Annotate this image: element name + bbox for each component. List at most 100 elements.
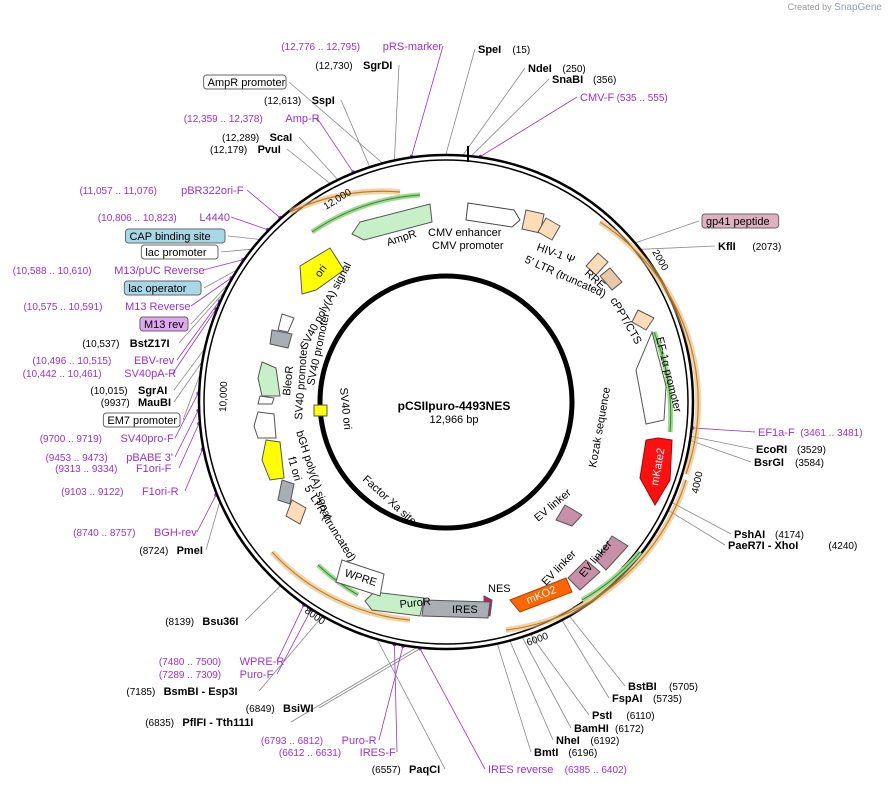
site-name: PshAI: [734, 529, 765, 541]
site-position: (6835): [145, 718, 174, 729]
primer-name: Puro-F: [240, 669, 274, 681]
label-box: CAP binding site: [124, 228, 226, 244]
label-primer: (10,575 .. 10,591)M13 Reverse: [23, 301, 190, 313]
connector-line: [480, 96, 578, 157]
feature-box: [701, 213, 780, 229]
label-connectors: [172, 45, 756, 770]
puror-shape: [364, 591, 425, 617]
label-site: NdeI(250): [528, 63, 586, 75]
label-site: PstI (6110): [592, 710, 655, 722]
site-position: (12,730): [315, 61, 352, 72]
connector-line: [190, 285, 228, 325]
cmv-promoter-label: CMV promoter: [432, 240, 504, 252]
primer-range: (6385 .. 6402): [565, 765, 627, 776]
primer-name: pBABE 3': [126, 452, 173, 464]
connector-line: [522, 637, 572, 729]
connector-line: [220, 248, 251, 253]
site-name: NdeI: [528, 63, 552, 75]
cppt-shape: [599, 267, 623, 291]
primer-name: EF1a-F: [758, 427, 795, 439]
primer-range: (6793 .. 6812): [261, 736, 323, 747]
site-position: (6110): [626, 711, 654, 722]
label-site2: (6835)PflFI - Tth111I: [145, 717, 253, 729]
connector-line: [172, 308, 217, 374]
site-position: (4174): [775, 530, 804, 541]
connector-line: [258, 616, 323, 692]
plasmid-name: pCSIIpuro-4493NES: [398, 399, 511, 413]
sv40-promoter-shape: [253, 411, 277, 439]
site-position: (12,613): [264, 96, 301, 107]
connector-line: [690, 440, 752, 463]
ef1a-promoter-shape: [635, 330, 667, 425]
label-site: BamHI(6172): [574, 723, 644, 735]
ev-linker-3-shape: [567, 559, 601, 591]
connector-line: [205, 502, 220, 551]
connector-line: [340, 99, 370, 167]
site-position: (6557): [372, 765, 401, 776]
primer-name: L4440: [199, 212, 230, 224]
site-position: (3584): [795, 458, 824, 469]
connector-line: [203, 270, 236, 289]
logo-prefix: Created by: [787, 2, 832, 12]
logo-brand: SnapGene: [834, 2, 882, 13]
label-primer: (10,588 .. 10,610)M13/pUC Reverse: [13, 265, 205, 277]
f1ori-label: f1 ori: [285, 456, 303, 483]
site-name: BmtI: [534, 747, 558, 759]
connector-line: [530, 634, 590, 716]
site-name: PstI: [592, 710, 612, 722]
label-site: (8724) PmeI: [139, 545, 202, 557]
connector-line: [445, 48, 476, 155]
connector-line: [394, 64, 400, 160]
site-name: ScaI: [270, 132, 293, 144]
feature-box-label: lac promoter: [145, 247, 206, 259]
primer-range: (9313 .. 9334): [55, 464, 117, 475]
ev-linker-2-shape: [595, 535, 629, 571]
ires-label: IRES: [452, 604, 478, 616]
site-name: BstBI: [628, 681, 657, 693]
connector-line: [196, 494, 217, 533]
feature-box-label: CAP binding site: [129, 231, 210, 243]
connector-line: [174, 393, 199, 439]
feature-box-label: EM7 promoter: [107, 415, 177, 427]
site-name: PmeI: [177, 545, 203, 557]
label-box: lac operator: [123, 280, 202, 296]
connector-line: [497, 644, 532, 753]
label-primer: (10,442 .. 10,461)SV40pA-R: [23, 368, 177, 380]
primer-range: (8740 .. 8757): [73, 528, 135, 539]
cmv-enhancer-label: CMV enhancer: [428, 227, 502, 239]
label-site: (12,613)SspI: [264, 95, 335, 107]
connector-line: [182, 375, 200, 421]
nes-label: NES: [488, 583, 511, 595]
ori-label: ori: [313, 263, 330, 280]
feature-box: [139, 316, 189, 332]
label-site: (6557)PaqCI: [372, 764, 440, 776]
label-primer: (9103 .. 9122)F1ori-R: [61, 486, 179, 498]
f1ori-shape: [261, 439, 285, 481]
label-site: (12,289)ScaI: [222, 132, 292, 144]
site-position: (5705): [669, 682, 698, 693]
mko2-shape: [509, 577, 573, 613]
site-name: BsiWI: [283, 703, 314, 715]
label-site: BsrGI(3584): [754, 457, 824, 469]
feature-box-label: gp41 peptide: [706, 216, 770, 228]
site-name: PvuI: [258, 144, 281, 156]
site-position: (8724): [139, 546, 168, 557]
primer-name: pRS-marker: [383, 41, 443, 53]
site-name: SnaBI: [552, 74, 583, 86]
ampr-shape: [351, 203, 433, 241]
site-name: Bsu36I: [202, 616, 238, 628]
primer-name: pBR322ori-F: [181, 185, 244, 197]
label-primer: (7480 .. 7500)WPRE-R: [159, 656, 284, 668]
label-box: M13 rev: [139, 316, 189, 332]
primer-name: Puro-R: [342, 735, 377, 747]
primer-name: CMV-F: [580, 92, 615, 104]
primer-range: (11,057 .. 11,076): [79, 186, 156, 197]
feature-box: [102, 412, 181, 428]
primer-range: (9453 .. 9473): [45, 453, 107, 464]
feature-box: [140, 244, 219, 260]
site-position: (4240): [828, 541, 857, 552]
outer-feature-bands: [269, 188, 702, 633]
primer-name: M13 Reverse: [125, 301, 190, 313]
